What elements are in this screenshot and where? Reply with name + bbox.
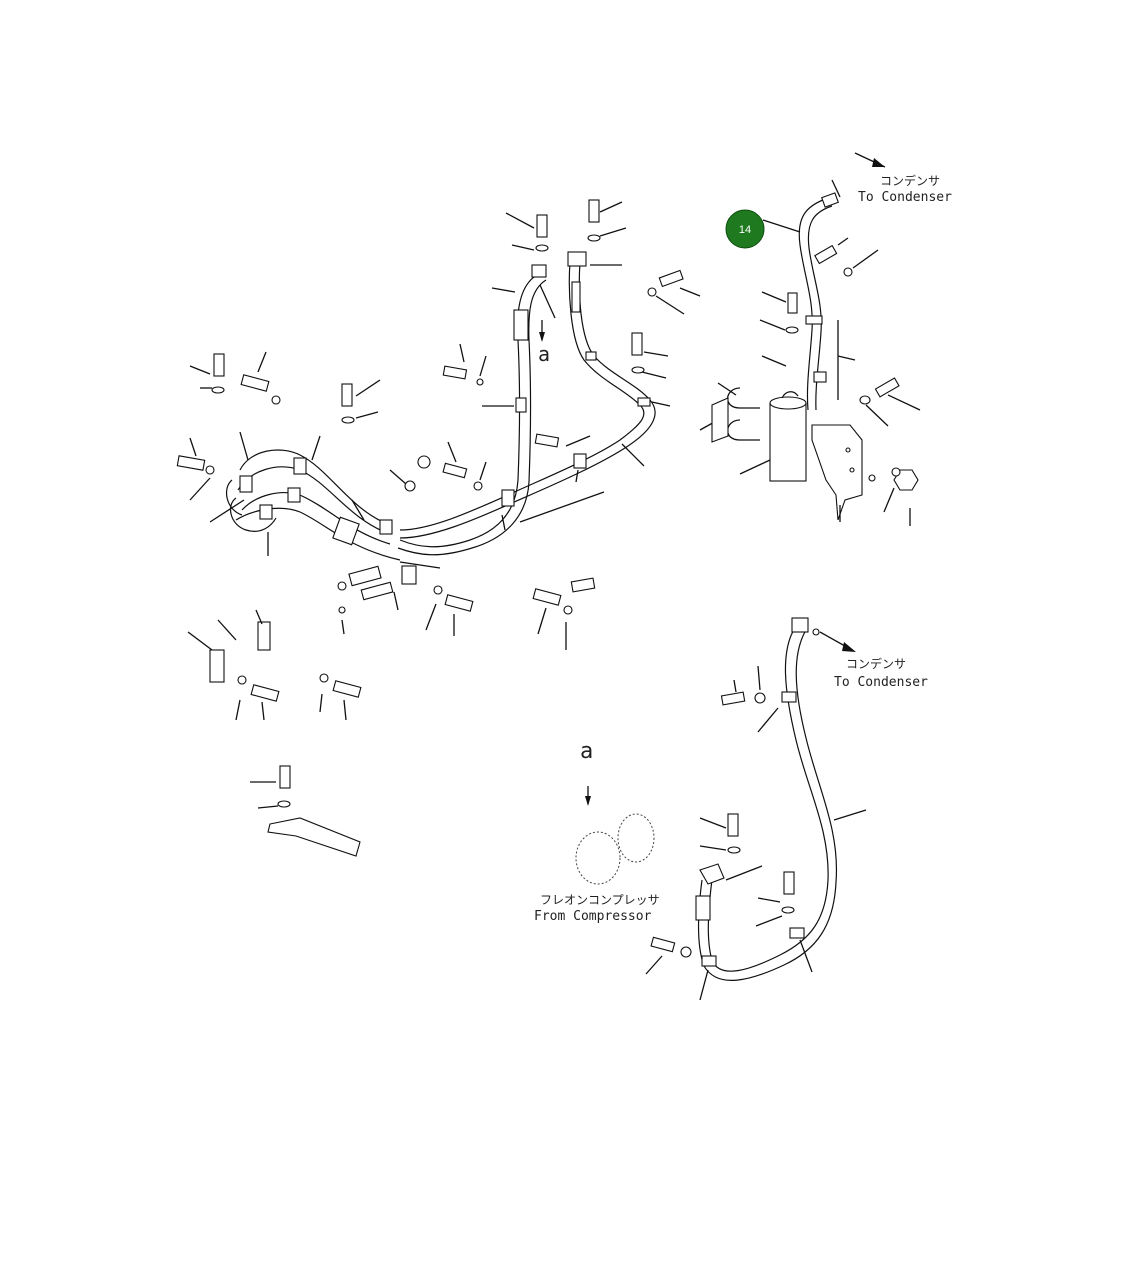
bolt-l-7: [425, 585, 474, 636]
hose-clamp-2: [813, 371, 827, 383]
left-hardware: [176, 351, 596, 857]
hose-clamp-1: [805, 315, 823, 325]
receiver-drier: [739, 391, 807, 482]
bolt-top-2: [587, 199, 627, 242]
fitting-center: [389, 455, 431, 492]
to-condenser-bottom-jp: コンデンサ: [846, 656, 906, 671]
fitting-l3: [401, 565, 417, 585]
condenser-arrow-head-top: [872, 158, 885, 167]
bolt-b-1: [720, 665, 766, 706]
to-condenser-bottom-en: To Condenser: [834, 675, 928, 690]
clamp-c2: [637, 397, 651, 407]
bracket-plate-lower: [250, 765, 361, 857]
clamp-c5: [573, 453, 587, 469]
view-a-label-detail: a: [580, 739, 593, 764]
clamp-l5: [379, 519, 393, 535]
leader-fitting: [831, 179, 841, 198]
bolt-right-1: [814, 237, 879, 277]
clamp-b2: [789, 927, 805, 939]
bolt-l-8: [532, 588, 573, 650]
bolt-l-1: [189, 353, 225, 394]
clamp-c1: [585, 351, 597, 361]
bolt-top-1: [505, 212, 549, 252]
bolt-b-4: [645, 936, 692, 975]
hose-fitting-top: [531, 264, 547, 278]
clamp-c3: [515, 397, 527, 413]
bracket-l-clip: [570, 577, 596, 593]
hose-14-fitting: [821, 192, 839, 208]
fitting-l1: [348, 565, 382, 587]
hose-fitting-right: [567, 251, 587, 267]
bolt-center-7: [442, 441, 487, 491]
bolt-l-6: [319, 673, 362, 721]
bolt-right-3: [859, 377, 921, 427]
receiver-bracket: [811, 424, 863, 522]
hose-center-left-b: [397, 279, 547, 556]
bolt-b-2: [699, 813, 741, 854]
leader-14: [762, 219, 801, 233]
hose-b-sleeve: [695, 895, 711, 921]
to-condenser-top-en: To Condenser: [858, 190, 952, 205]
clamp-b3: [701, 955, 717, 967]
callout-14-badge[interactable]: [725, 209, 765, 249]
bolt-b-3: [755, 871, 795, 927]
fitting-l2: [360, 581, 394, 601]
callout-14-number: 14: [739, 224, 751, 236]
bolt-right-2: [759, 291, 799, 367]
hose-center-right-b: [399, 261, 656, 539]
bolt-l-5: [235, 675, 280, 721]
bolt-center-5: [442, 343, 487, 386]
clamp-l1: [239, 475, 253, 493]
bolt-l-4: [176, 437, 215, 501]
compressor-port-2: [617, 813, 655, 863]
bolt-center-6: [534, 433, 591, 448]
clamp-c4: [501, 489, 515, 507]
bolt-center-3: [631, 332, 669, 379]
manifold-block: [332, 516, 360, 546]
hose-b-fitting-top: [791, 617, 809, 633]
bolt-l-3: [341, 379, 381, 424]
clamp-l3: [287, 487, 301, 503]
bolt-center-4: [647, 269, 701, 315]
receiver-assembly: コンデンサ To Condenser: [699, 152, 952, 526]
to-condenser-top-jp: コンデンサ: [880, 173, 940, 188]
center-hoses: a: [389, 199, 701, 556]
nut-right: [868, 467, 919, 526]
hose-b-fitting-bottom: [699, 863, 725, 885]
hose-14-line-a: [798, 197, 829, 411]
from-compressor-en: From Compressor: [534, 909, 652, 924]
hose-right-sleeve: [571, 281, 581, 313]
clamp-l4: [259, 504, 273, 520]
bolt-l-2: [240, 351, 281, 405]
compressor-detail: a フレオンコンプレッサ From Compressor: [534, 739, 660, 924]
view-a-label-top: a: [538, 342, 550, 366]
bracket-l-small: [187, 609, 271, 683]
hose-center-right-a: [399, 261, 645, 531]
bottom-right-hose: コンデンサ To Condenser: [645, 617, 928, 1001]
left-hose-bundle: [209, 431, 441, 635]
from-compressor-jp: フレオンコンプレッサ: [540, 893, 660, 907]
compressor-port-1: [575, 831, 621, 885]
hose-sleeve: [513, 309, 529, 341]
clamp-l2: [293, 457, 307, 475]
u-bolt: [699, 382, 760, 443]
clamp-b1: [781, 691, 797, 703]
